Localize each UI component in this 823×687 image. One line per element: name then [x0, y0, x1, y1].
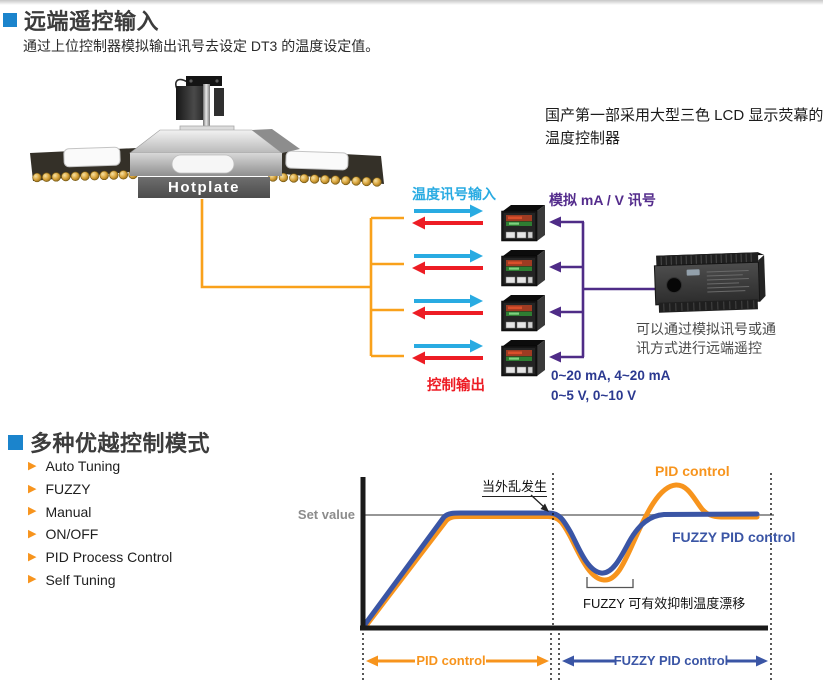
mode-item: ▶ Auto Tuning [28, 455, 172, 478]
mode-item: ▶ Manual [28, 500, 172, 523]
phase-arrow-pid [366, 655, 549, 667]
lcd-note-line-2: 温度控制器 [545, 130, 621, 147]
temperature-controller-2 [501, 249, 546, 287]
tray-left [63, 146, 121, 168]
fuzzy-pid-chart [360, 473, 774, 682]
mode-item-label: FUZZY [45, 481, 91, 498]
temperature-controller-4 [501, 339, 546, 377]
label-control-output: 控制输出 [427, 378, 485, 394]
section-remote-subtitle: 通过上位控制器模拟输出讯号去设定 DT3 的温度设定值。 [23, 38, 380, 54]
range-line-2: 0~5 V, 0~10 V [551, 388, 637, 403]
hotplate-label: Hotplate [168, 179, 240, 196]
dotted-guides [362, 473, 772, 682]
pid-curve [362, 482, 760, 630]
section-bullet-square [8, 434, 23, 450]
mode-item: ▶ ON/OFF [28, 523, 172, 546]
phase-pid-label: PID control [416, 653, 486, 668]
section-remote-header: 远端遥控输入 [3, 4, 159, 36]
temp-signal-arrows [412, 204, 483, 365]
plc-illustration [653, 252, 766, 313]
temperature-controller-1 [501, 204, 546, 242]
section-modes-header: 多种优越控制模式 [8, 426, 210, 458]
mode-item-label: PID Process Control [45, 549, 173, 566]
section-remote-title: 远端遥控输入 [24, 9, 160, 34]
triangle-bullet-icon: ▶ [28, 459, 37, 472]
hotplate-base [138, 177, 270, 198]
plc-note-line-1: 可以通过模拟讯号或通 [636, 321, 776, 337]
page-top-shadow [0, 0, 823, 5]
plc-label-lines [706, 270, 750, 293]
red-left-arrows [412, 216, 483, 365]
temperature-controllers [501, 204, 546, 377]
press-unit [175, 76, 235, 137]
mode-item-label: Auto Tuning [45, 458, 121, 475]
triangle-bullet-icon: ▶ [28, 573, 37, 586]
triangle-bullet-icon: ▶ [28, 527, 37, 540]
mode-item: ▶ Self Tuning [28, 568, 172, 591]
hotplate-signal-line [200, 199, 404, 358]
phase-arrow-fuzzy [562, 655, 768, 667]
tray-right [285, 150, 349, 171]
mode-item: ▶ FUZZY [28, 478, 172, 501]
disturbance-label: 当外乱发生 [482, 476, 548, 497]
conveyor-right [264, 150, 384, 187]
plc-note-line-2: 讯方式进行远端遥控 [636, 340, 762, 356]
lcd-feature-note: 国产第一部采用大型三色 LCD 显示荧幕的 温度控制器 [545, 104, 823, 150]
dip-bracket [586, 577, 634, 589]
fuzzy-curve-label: FUZZY PID control [672, 529, 796, 545]
triangle-bullet-icon: ▶ [28, 550, 37, 563]
plc-port [666, 277, 683, 294]
mode-item-label: ON/OFF [45, 526, 99, 543]
analog-signal-bus [549, 216, 658, 363]
pid-curve-label: PID control [655, 463, 730, 479]
triangle-bullet-icon: ▶ [28, 505, 37, 518]
triangle-bullet-icon: ▶ [28, 482, 37, 495]
lcd-note-line-1: 国产第一部采用大型三色 LCD 显示荧幕的 [545, 107, 823, 124]
conveyor-left [30, 146, 140, 183]
section-modes-title: 多种优越控制模式 [30, 431, 211, 456]
mode-item: ▶ PID Process Control [28, 546, 172, 569]
plc-note: 可以通过模拟讯号或通 讯方式进行远端遥控 [636, 320, 776, 358]
section-bullet-square [3, 13, 17, 27]
conveyor-right-rollers [268, 172, 382, 187]
disturbance-arrow [530, 494, 549, 512]
set-value-label: Set value [297, 507, 355, 522]
label-signal-ranges: 0~20 mA, 4~20 mA 0~5 V, 0~10 V [551, 366, 670, 406]
blue-right-arrows [414, 204, 483, 353]
mode-item-label: Self Tuning [45, 571, 116, 588]
phase-fuzzy-label: FUZZY PID control [613, 653, 729, 668]
remote-control-diagram [30, 76, 766, 377]
conveyor-left-rollers [32, 169, 138, 183]
control-modes-list: ▶ Auto Tuning ▶ FUZZY ▶ Manual ▶ ON/OFF ▶ PID… [28, 455, 172, 591]
fuzzy-note-label: FUZZY 可有效抑制温度漂移 [583, 596, 746, 611]
hotplate-platform [129, 129, 300, 176]
fuzzy-pid-curve [360, 510, 760, 630]
label-analog-signal: 模拟 mA / V 讯号 [549, 192, 656, 208]
range-line-1: 0~20 mA, 4~20 mA [551, 368, 671, 383]
temperature-controller-3 [501, 294, 546, 332]
hotplate-machine-illustration [30, 76, 384, 198]
mode-item-label: Manual [45, 503, 92, 520]
label-temp-signal-input: 温度讯号输入 [412, 186, 496, 202]
